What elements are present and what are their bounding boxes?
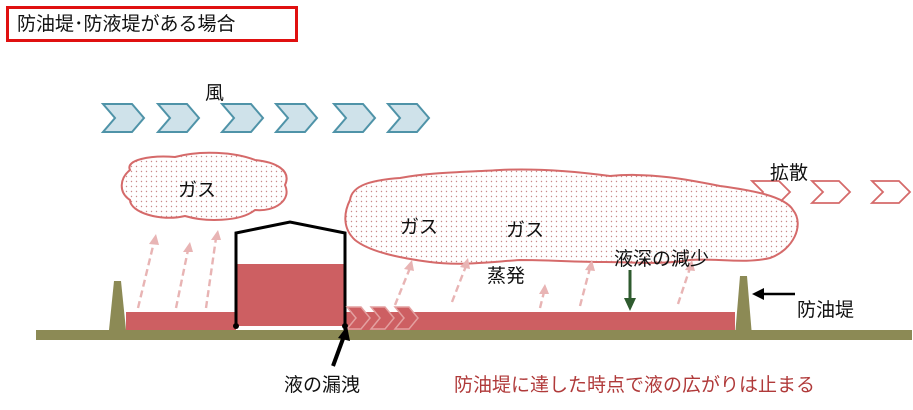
wind-chevron-icon: [155, 103, 201, 133]
conclusion-text: 防油堤に達した時点で液の広がりは止まる: [454, 374, 816, 396]
dike-right: [735, 276, 752, 336]
tank-liquid: [236, 264, 345, 326]
leak-chevron-icon: [393, 306, 419, 330]
leak-chevron-icon: [345, 306, 371, 330]
leak-pointer-shaft: [331, 335, 346, 367]
wind-arrows: [100, 103, 431, 133]
dike-label: 防油堤: [797, 299, 855, 321]
leak-pointer-icon: [338, 326, 350, 341]
tank-base-dot: [233, 323, 239, 329]
depth-decrease-label: 液深の減少: [614, 248, 710, 270]
wind-chevron-icon: [385, 103, 431, 133]
wind-label: 風: [205, 82, 225, 104]
leak-chevron-icon: [369, 306, 395, 330]
depth-arrow-icon: [624, 298, 636, 311]
page-title: 防油堤･防液堤がある場合: [6, 6, 298, 42]
dike-left: [109, 281, 126, 330]
ground: [36, 330, 912, 340]
evaporation-label: 蒸発: [487, 265, 526, 287]
liquid-pool-right: [345, 312, 735, 330]
gas-label-small: ガス: [178, 179, 217, 201]
gas-label-large-1: ガス: [400, 216, 439, 238]
wind-chevron-icon: [273, 103, 319, 133]
leak-label: 液の漏洩: [284, 374, 361, 396]
wind-chevron-icon: [331, 103, 377, 133]
gas-label-large-2: ガス: [506, 219, 545, 241]
evaporation-arrows: [136, 237, 692, 309]
wind-chevron-icon: [100, 103, 146, 133]
tank: [234, 220, 347, 330]
diffusion-chevron-icon: [869, 180, 912, 204]
diffusion-chevron-icon: [809, 180, 852, 204]
leak-chevrons: [345, 306, 419, 330]
gas-cloud-large: [344, 168, 799, 265]
gas-cloud-small: [120, 151, 288, 221]
diffusion-label: 拡散: [770, 162, 809, 184]
evaporation-arrowheads: [149, 230, 695, 294]
liquid-pool-left: [126, 312, 236, 330]
dike-pointer-icon: [752, 288, 764, 300]
wind-chevron-icon: [219, 103, 265, 133]
